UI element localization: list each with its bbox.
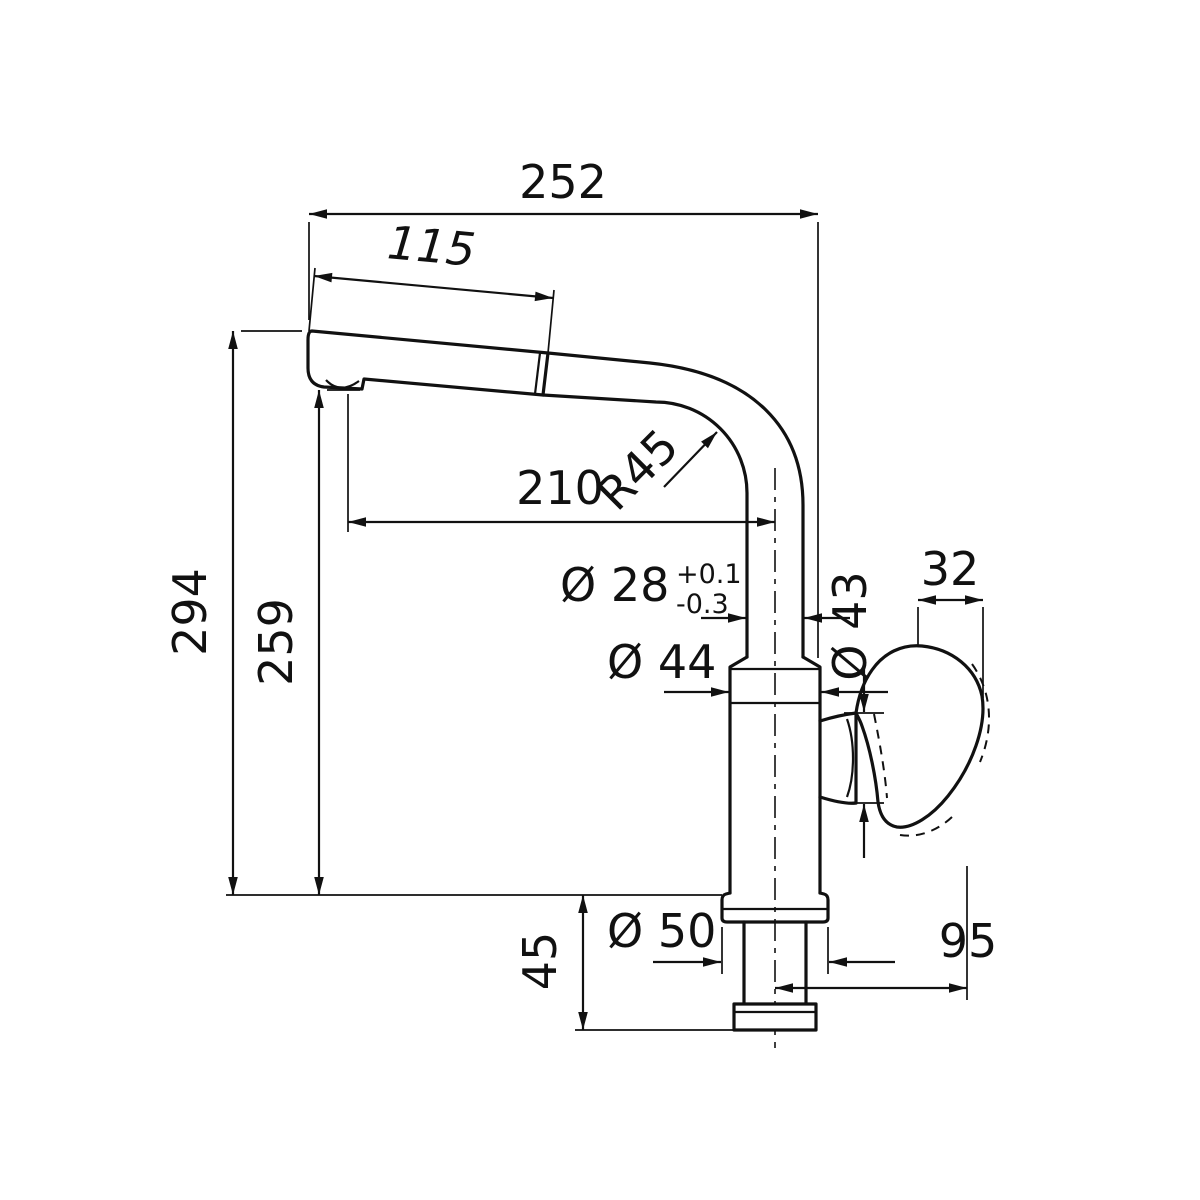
head-joint-seam (533, 352, 542, 395)
dim-handle-offset-top: 32 (921, 542, 980, 596)
body-right-edge (801, 655, 822, 895)
handle-hub-seam (845, 718, 855, 798)
dimline-115 (313, 272, 554, 302)
spout-inner-edge (541, 393, 749, 659)
dim-column-diameter: Ø 28 (560, 558, 669, 612)
dim-handle-offset-side: 95 (939, 914, 998, 968)
ext-115-right (547, 289, 555, 354)
dim-body-diameter: Ø 44 (607, 635, 716, 689)
shank-nut (732, 1002, 818, 1032)
dimension-lines (228, 209, 983, 1030)
aerator-detail (325, 379, 360, 389)
dim-base-diameter: Ø 50 (607, 904, 716, 958)
dim-spout-reach: 210 (516, 461, 604, 515)
dim-handle-hub-diameter: Ø 43 (823, 571, 877, 680)
spout-outer-edge (546, 351, 805, 659)
faucet-outline (306, 329, 990, 1048)
body-left-edge (728, 655, 749, 895)
ext-115-left (308, 267, 316, 332)
dim-total-height: 294 (163, 568, 217, 656)
dim-counter-depth: 45 (513, 932, 567, 991)
dim-overall-width: 252 (519, 155, 607, 209)
extension-lines (226, 222, 984, 1031)
leader-r45 (663, 431, 718, 488)
spray-head (306, 329, 550, 397)
handle-hub-top (818, 711, 858, 723)
dim-spray-head-length: 115 (385, 215, 477, 277)
dim-column-tolerance-plus: +0.1 (676, 559, 742, 590)
dim-outlet-height: 259 (249, 598, 303, 686)
dim-column-tolerance-minus: -0.3 (676, 589, 729, 620)
handle-swing-dashed-right (971, 663, 990, 763)
handle-swing-dashed-bottom (899, 812, 957, 837)
dimension-labels: 252 115 294 259 210 R45 Ø 28 +0.1 -0.3 Ø… (163, 155, 997, 990)
handle-hidden-edge-dashed (873, 713, 888, 799)
base-flange (720, 891, 830, 924)
